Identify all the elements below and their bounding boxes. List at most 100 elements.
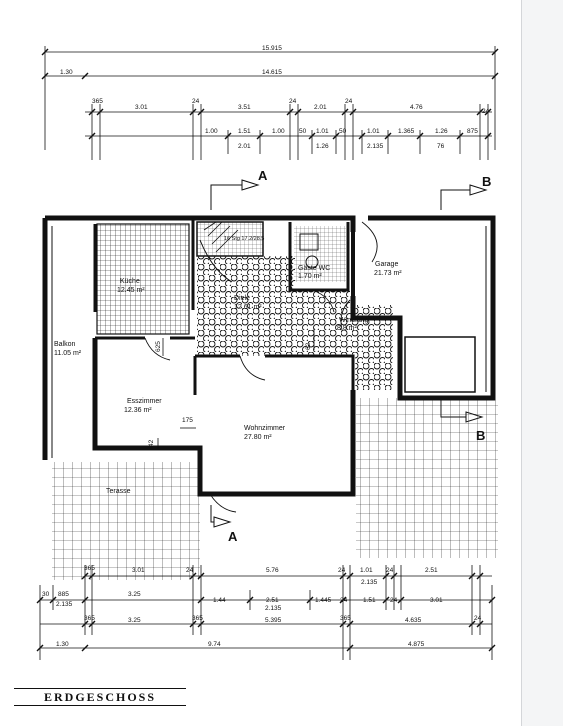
kitchen-door-swing	[144, 337, 171, 361]
floor-plan: 15.915 1.30 14.615 365 3.01 24 3.51 24 2…	[36, 45, 499, 660]
stair-block	[196, 221, 264, 257]
side-panel-strip	[521, 0, 563, 726]
exterior-wall-main	[45, 215, 496, 401]
room-garage-area: 21.73 m²	[374, 270, 402, 277]
bot-dim-r3-2: 885	[58, 591, 69, 598]
bot-dim-r3-7: 24	[340, 597, 348, 604]
windfang-door-swing	[340, 299, 351, 331]
bot-dim-r6-1: 1.30	[56, 641, 69, 648]
inner-dimension-lines	[157, 328, 315, 450]
bot-dim-r6-2: 9.74	[208, 641, 221, 648]
wall-living-divider	[195, 354, 355, 392]
living-door-swing	[239, 355, 266, 381]
top-dim-r3-8: 4.76	[410, 104, 423, 111]
room-labels: Küche 12.45 m² Diele 12.61 m² Gäste WC 1…	[54, 236, 402, 495]
bot-dim-r2-1: 2.135	[361, 579, 378, 586]
top-dim-r4-7: 1.01	[367, 128, 380, 135]
terrace-tiles	[52, 462, 200, 580]
room-kueche-name: Küche	[120, 278, 140, 285]
top-dim-r3-2: 3.01	[135, 104, 148, 111]
top-dim-r4-5: 1.01	[316, 128, 329, 135]
top-dim-r4-3: 1.00	[272, 128, 285, 135]
top-dimension-lines	[44, 46, 496, 160]
kitchen-counter	[96, 223, 190, 335]
floor-patterns	[52, 222, 498, 580]
bot-dim-r4-1: 2.135	[56, 601, 73, 608]
room-wohnzimmer-name: Wohnzimmer	[244, 425, 286, 432]
kitchen-floor-grid	[97, 224, 189, 334]
room-gaste-wc-name: Gäste WC	[298, 265, 330, 272]
top-dim-r4-8: 1.365	[398, 128, 415, 135]
terrace-paving-right	[356, 398, 498, 558]
doors	[144, 221, 378, 513]
walls	[42, 215, 496, 497]
room-diele-name: Diele	[234, 295, 250, 302]
bot-dim-r1-5: 24	[338, 567, 346, 574]
bot-dim-r1-6: 1.01	[360, 567, 373, 574]
wall-wc	[288, 222, 350, 292]
bot-dim-r1-7: 24	[386, 567, 394, 574]
top-dim-r2-1: 1.30	[60, 69, 73, 76]
section-label-a-top: A	[258, 168, 268, 183]
inner-dim-2: 175	[182, 417, 193, 424]
wc-door-swing	[311, 289, 335, 313]
bot-dim-r3-6: 1.445	[315, 597, 332, 604]
bot-dim-r3-3: 3.25	[128, 591, 141, 598]
room-diele-area: 12.61 m²	[234, 304, 262, 311]
stair-curve	[199, 239, 233, 283]
top-dim-r3-9: 24	[482, 108, 490, 115]
terrace-door-swing	[209, 493, 237, 513]
top-dim-r5-2: 1.26	[316, 143, 329, 150]
room-balkon-area: 11.05 m²	[54, 350, 82, 357]
room-garage-name: Garage	[375, 261, 398, 268]
bot-dim-r3-8: 1.51	[363, 597, 376, 604]
top-dim-r5-4: 76	[437, 143, 445, 150]
bot-dim-r6-3: 4.875	[408, 641, 425, 648]
bot-dim-r5-7: 24	[474, 615, 482, 622]
top-dimension-labels: 15.915 1.30 14.615 365 3.01 24 3.51 24 2…	[60, 45, 490, 150]
top-dim-r3-5: 24	[289, 98, 297, 105]
room-esszimmer-name: Esszimmer	[127, 398, 162, 405]
room-windfang-name: Windfang	[339, 317, 369, 324]
room-wohnzimmer-area: 27.80 m²	[244, 434, 272, 441]
top-dim-r4-1: 1.00	[205, 128, 218, 135]
garage-door-swing	[361, 221, 378, 263]
top-dim-total: 15.915	[262, 45, 282, 52]
top-dim-r5-1: 2.01	[238, 143, 251, 150]
top-dim-r3-7: 24	[345, 98, 353, 105]
bot-dim-r5-5: 365	[340, 615, 351, 622]
section-marker-a-top: A	[210, 168, 268, 210]
bot-dim-r1-3: 24	[186, 567, 194, 574]
bot-dim-r1-8: 2.51	[425, 567, 438, 574]
bot-dim-r3-9: 24	[390, 597, 398, 604]
bot-dim-r3-10: 3.01	[430, 597, 443, 604]
room-kueche-area: 12.45 m²	[117, 287, 145, 294]
top-dim-r5-3: 2.135	[367, 143, 384, 150]
section-label-b-top: B	[482, 174, 491, 189]
top-dim-r2-2: 14.615	[262, 69, 282, 76]
wc-fixture	[299, 233, 319, 269]
room-windfang-area: 8.8 m²	[337, 325, 358, 332]
top-dim-r3-3: 24	[192, 98, 200, 105]
bot-dim-r1-4: 5.76	[266, 567, 279, 574]
bot-dim-r5-2: 3.25	[128, 617, 141, 624]
bot-dim-r1-2: 3.01	[132, 567, 145, 574]
drawing-title: ERDGESCHOSS	[14, 688, 186, 706]
top-dim-r4-2: 1.51	[238, 128, 251, 135]
top-dim-r3-6: 2.01	[314, 104, 327, 111]
top-dim-r4-10: 875	[467, 128, 478, 135]
top-dim-r4-9: 1.26	[435, 128, 448, 135]
bot-dim-r5-3: 365	[192, 615, 203, 622]
wc-tiles	[294, 226, 346, 282]
stair-lines	[203, 221, 239, 253]
room-esszimmer-area: 12.36 m²	[124, 407, 152, 414]
bot-dim-r1-1: 365	[84, 565, 95, 572]
bot-dim-r3-4: 1.44	[213, 597, 226, 604]
hall-hex-paving	[197, 256, 393, 390]
top-dim-r4-4: 50	[299, 128, 307, 135]
bot-dim-r5-1: 365	[84, 615, 95, 622]
top-dim-r4-6: 50	[339, 128, 347, 135]
inner-dim-1: 625	[155, 341, 162, 352]
bot-dim-r3-5: 2.51	[266, 597, 279, 604]
bot-dim-r5-6: 4.635	[405, 617, 422, 624]
